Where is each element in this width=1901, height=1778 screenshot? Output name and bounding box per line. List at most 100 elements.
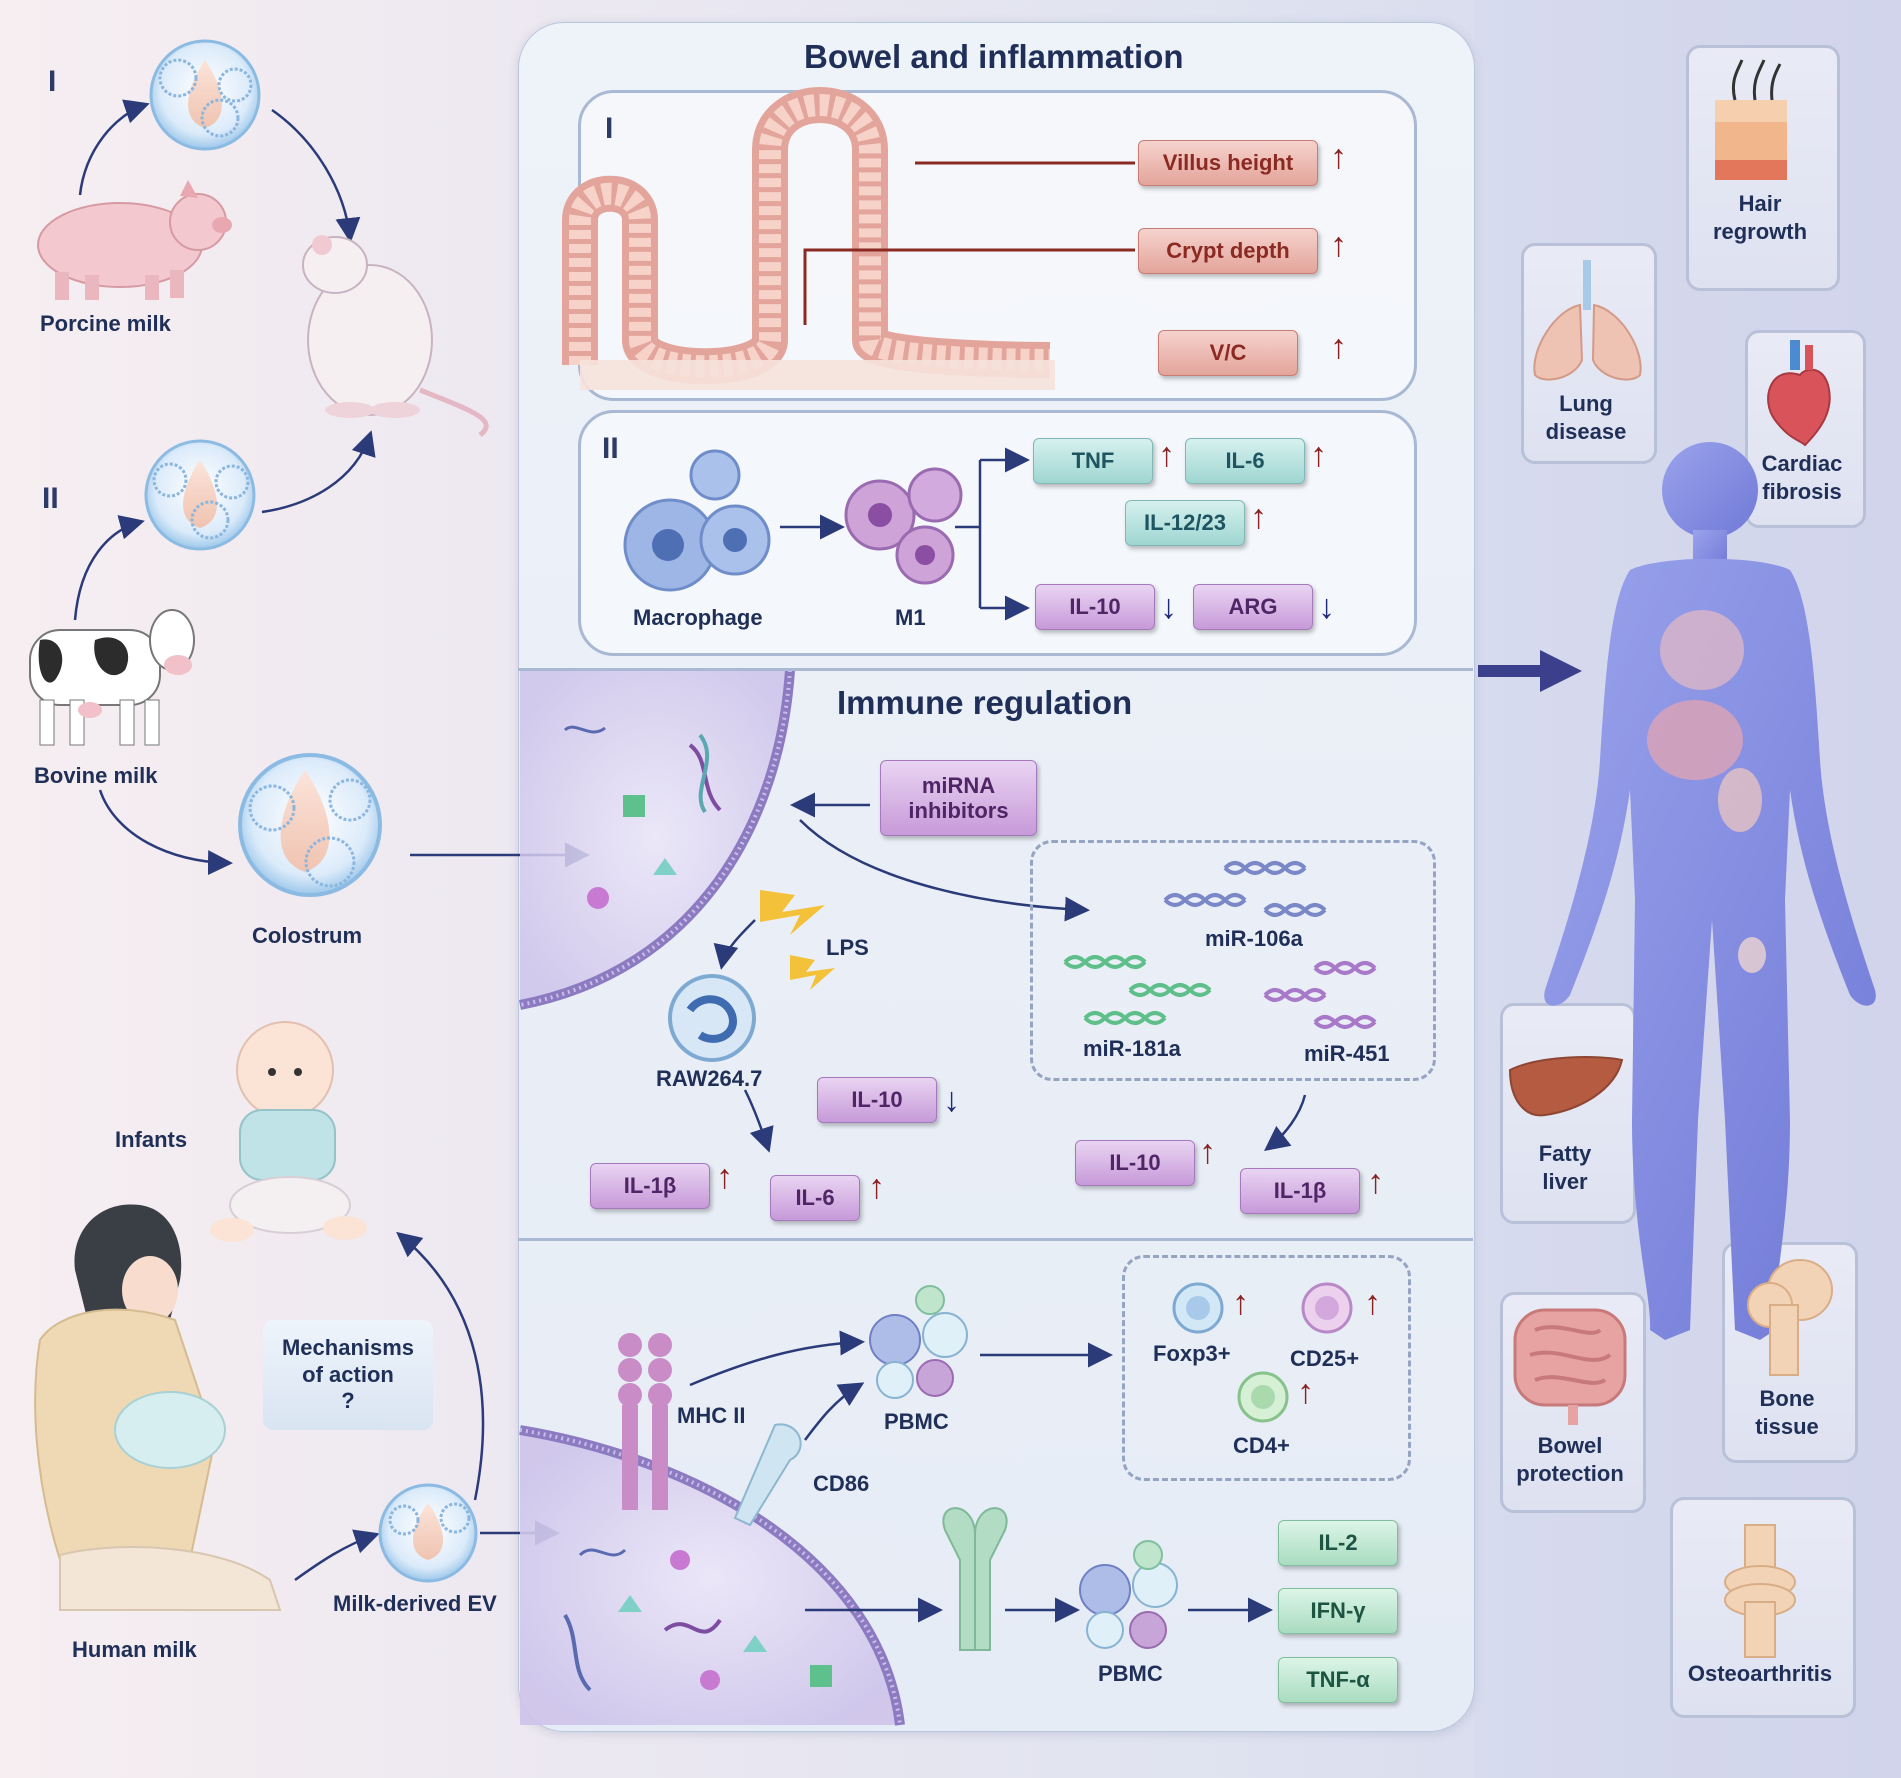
raw264-cell (668, 974, 756, 1062)
bone-tissue-line-1: Bone (1759, 1386, 1815, 1411)
colostrum-label: Colostrum (252, 923, 362, 948)
joint-icon (1724, 1524, 1796, 1658)
il1223-chip: IL-12/23 (1125, 500, 1245, 546)
mechanisms-box: Mechanisms of action ? (263, 1320, 433, 1430)
cardiac-fibrosis-line-1: Cardiac (1761, 451, 1843, 476)
bone-icon (1747, 1259, 1833, 1376)
mirna-dashed-box (1030, 840, 1436, 1081)
villus-height-chip: Villus height (1138, 140, 1318, 186)
bowel-protection-label: Bowel protection (1505, 1432, 1635, 1487)
lung-disease-label: Lung disease (1536, 390, 1636, 445)
immune-title: Immune regulation (837, 684, 1133, 721)
il1b-chip-mirna: IL-1β (1240, 1168, 1360, 1214)
bovine-milk-label: Bovine milk (34, 763, 158, 788)
cell-membrane-upper (519, 669, 795, 1010)
il6-chip-immune: IL-6 (770, 1175, 860, 1221)
mirna-helices (1063, 861, 1377, 1029)
cd86-receptor (733, 1423, 802, 1527)
group-label-ii: II (42, 482, 59, 515)
lps-label: LPS (826, 935, 869, 960)
bowel-protection-line-2: protection (1516, 1460, 1624, 1486)
bone-tissue-line-2: tissue (1755, 1413, 1819, 1439)
mir181a-label: miR-181a (1083, 1036, 1181, 1061)
mhc-ii-label: MHC II (677, 1403, 746, 1428)
mother-illustration (34, 1204, 282, 1611)
hair-regrowth-line-1: Hair (1738, 191, 1782, 216)
mir106a-label: miR-106a (1205, 926, 1303, 951)
bowel-title: Bowel and inflammation (804, 38, 1184, 75)
infants-label: Infants (115, 1127, 188, 1152)
il10-chip-immune: IL-10 (817, 1077, 937, 1123)
immune-arrows (713, 792, 1307, 1153)
cd86-label: CD86 (813, 1471, 870, 1496)
il6-chip: IL-6 (1185, 438, 1305, 484)
tnf-up-arrow: ↑ (1158, 436, 1175, 474)
outcome-arrow (1478, 650, 1582, 692)
mechanisms-line-3: ? (341, 1388, 355, 1414)
villus-up-arrow: ↑ (1330, 138, 1347, 176)
tcell-arrows (689, 1330, 1273, 1623)
bone-tissue-label: Bone tissue (1737, 1385, 1837, 1440)
fatty-liver-line-2: liver (1542, 1168, 1588, 1194)
human-body-silhouette (1544, 442, 1876, 1340)
liver-icon (1508, 1056, 1624, 1117)
bowel-panel-ii-label: II (602, 432, 619, 465)
mechanisms-line-1: Mechanisms (281, 1335, 415, 1361)
pbmc-cluster (869, 1285, 968, 1399)
tnf-chip: TNF (1033, 438, 1153, 484)
vc-up-arrow: ↑ (1330, 328, 1347, 366)
cd25-label: CD25+ (1290, 1346, 1360, 1371)
crypt-up-arrow: ↑ (1330, 226, 1347, 264)
mechanisms-line-2: of action (302, 1361, 394, 1387)
ev-sphere (144, 439, 256, 551)
lps-bolts (760, 890, 835, 990)
section-divider (518, 668, 1473, 671)
cd4-up-arrow: ↑ (1297, 1373, 1314, 1411)
il10-immune-down-arrow: ↓ (943, 1081, 960, 1119)
milk-derived-ev-label: Milk-derived EV (333, 1591, 497, 1616)
hair-regrowth-line-2: regrowth (1712, 218, 1808, 244)
pig-illustration (37, 180, 232, 300)
mirna-inhibitors-line-1: miRNA (921, 772, 996, 798)
il6-immune-up-arrow: ↑ (868, 1168, 885, 1206)
pbmc-cluster (1079, 1540, 1178, 1649)
human-milk-label: Human milk (72, 1637, 197, 1662)
il1b-mirna-up-arrow: ↑ (1367, 1163, 1384, 1201)
fatty-liver-label: Fatty liver (1515, 1140, 1615, 1195)
cd4-label: CD4+ (1233, 1433, 1290, 1458)
left-flow-arrows (73, 99, 590, 1582)
lung-disease-line-1: Lung (1559, 391, 1613, 416)
lungs-icon (1533, 260, 1642, 381)
il10-down-arrow: ↓ (1160, 588, 1177, 626)
bowel-protection-line-1: Bowel (1537, 1433, 1603, 1458)
pbmc-label-lower: PBMC (1098, 1661, 1163, 1686)
hair-regrowth-label: Hair regrowth (1710, 190, 1810, 245)
mhc-ii-receptor (618, 1333, 672, 1510)
cow-illustration (29, 609, 195, 746)
macrophage-cells (623, 449, 771, 592)
rat-illustration (302, 235, 489, 437)
mir451-label: miR-451 (1304, 1041, 1390, 1066)
porcine-milk-label: Porcine milk (40, 311, 171, 336)
cd25-up-arrow: ↑ (1364, 1284, 1381, 1322)
pbmc-label-upper: PBMC (884, 1409, 949, 1434)
foxp3-label: Foxp3+ (1153, 1341, 1231, 1366)
il1b-up-arrow: ↑ (716, 1158, 733, 1196)
tcr-receptor (942, 1507, 1008, 1651)
ev-sphere-colostrum (238, 753, 382, 897)
cardiac-fibrosis-line-2: fibrosis (1762, 478, 1842, 504)
heart-icon (1767, 340, 1831, 447)
m1-label: M1 (895, 605, 926, 630)
intestine-icon (1513, 1308, 1627, 1425)
infant-illustration (210, 1021, 367, 1242)
cardiac-fibrosis-label: Cardiac fibrosis (1752, 450, 1852, 505)
il10-mirna-up-arrow: ↑ (1199, 1133, 1216, 1171)
cell-membrane-lower (519, 1425, 905, 1726)
bowel-panel-i-label: I (605, 112, 614, 145)
mirna-inhibitors-chip: miRNA inhibitors (880, 760, 1037, 836)
il10-chip-mirna: IL-10 (1075, 1140, 1195, 1186)
raw264-label: RAW264.7 (656, 1066, 763, 1091)
group-label-i: I (48, 65, 57, 98)
